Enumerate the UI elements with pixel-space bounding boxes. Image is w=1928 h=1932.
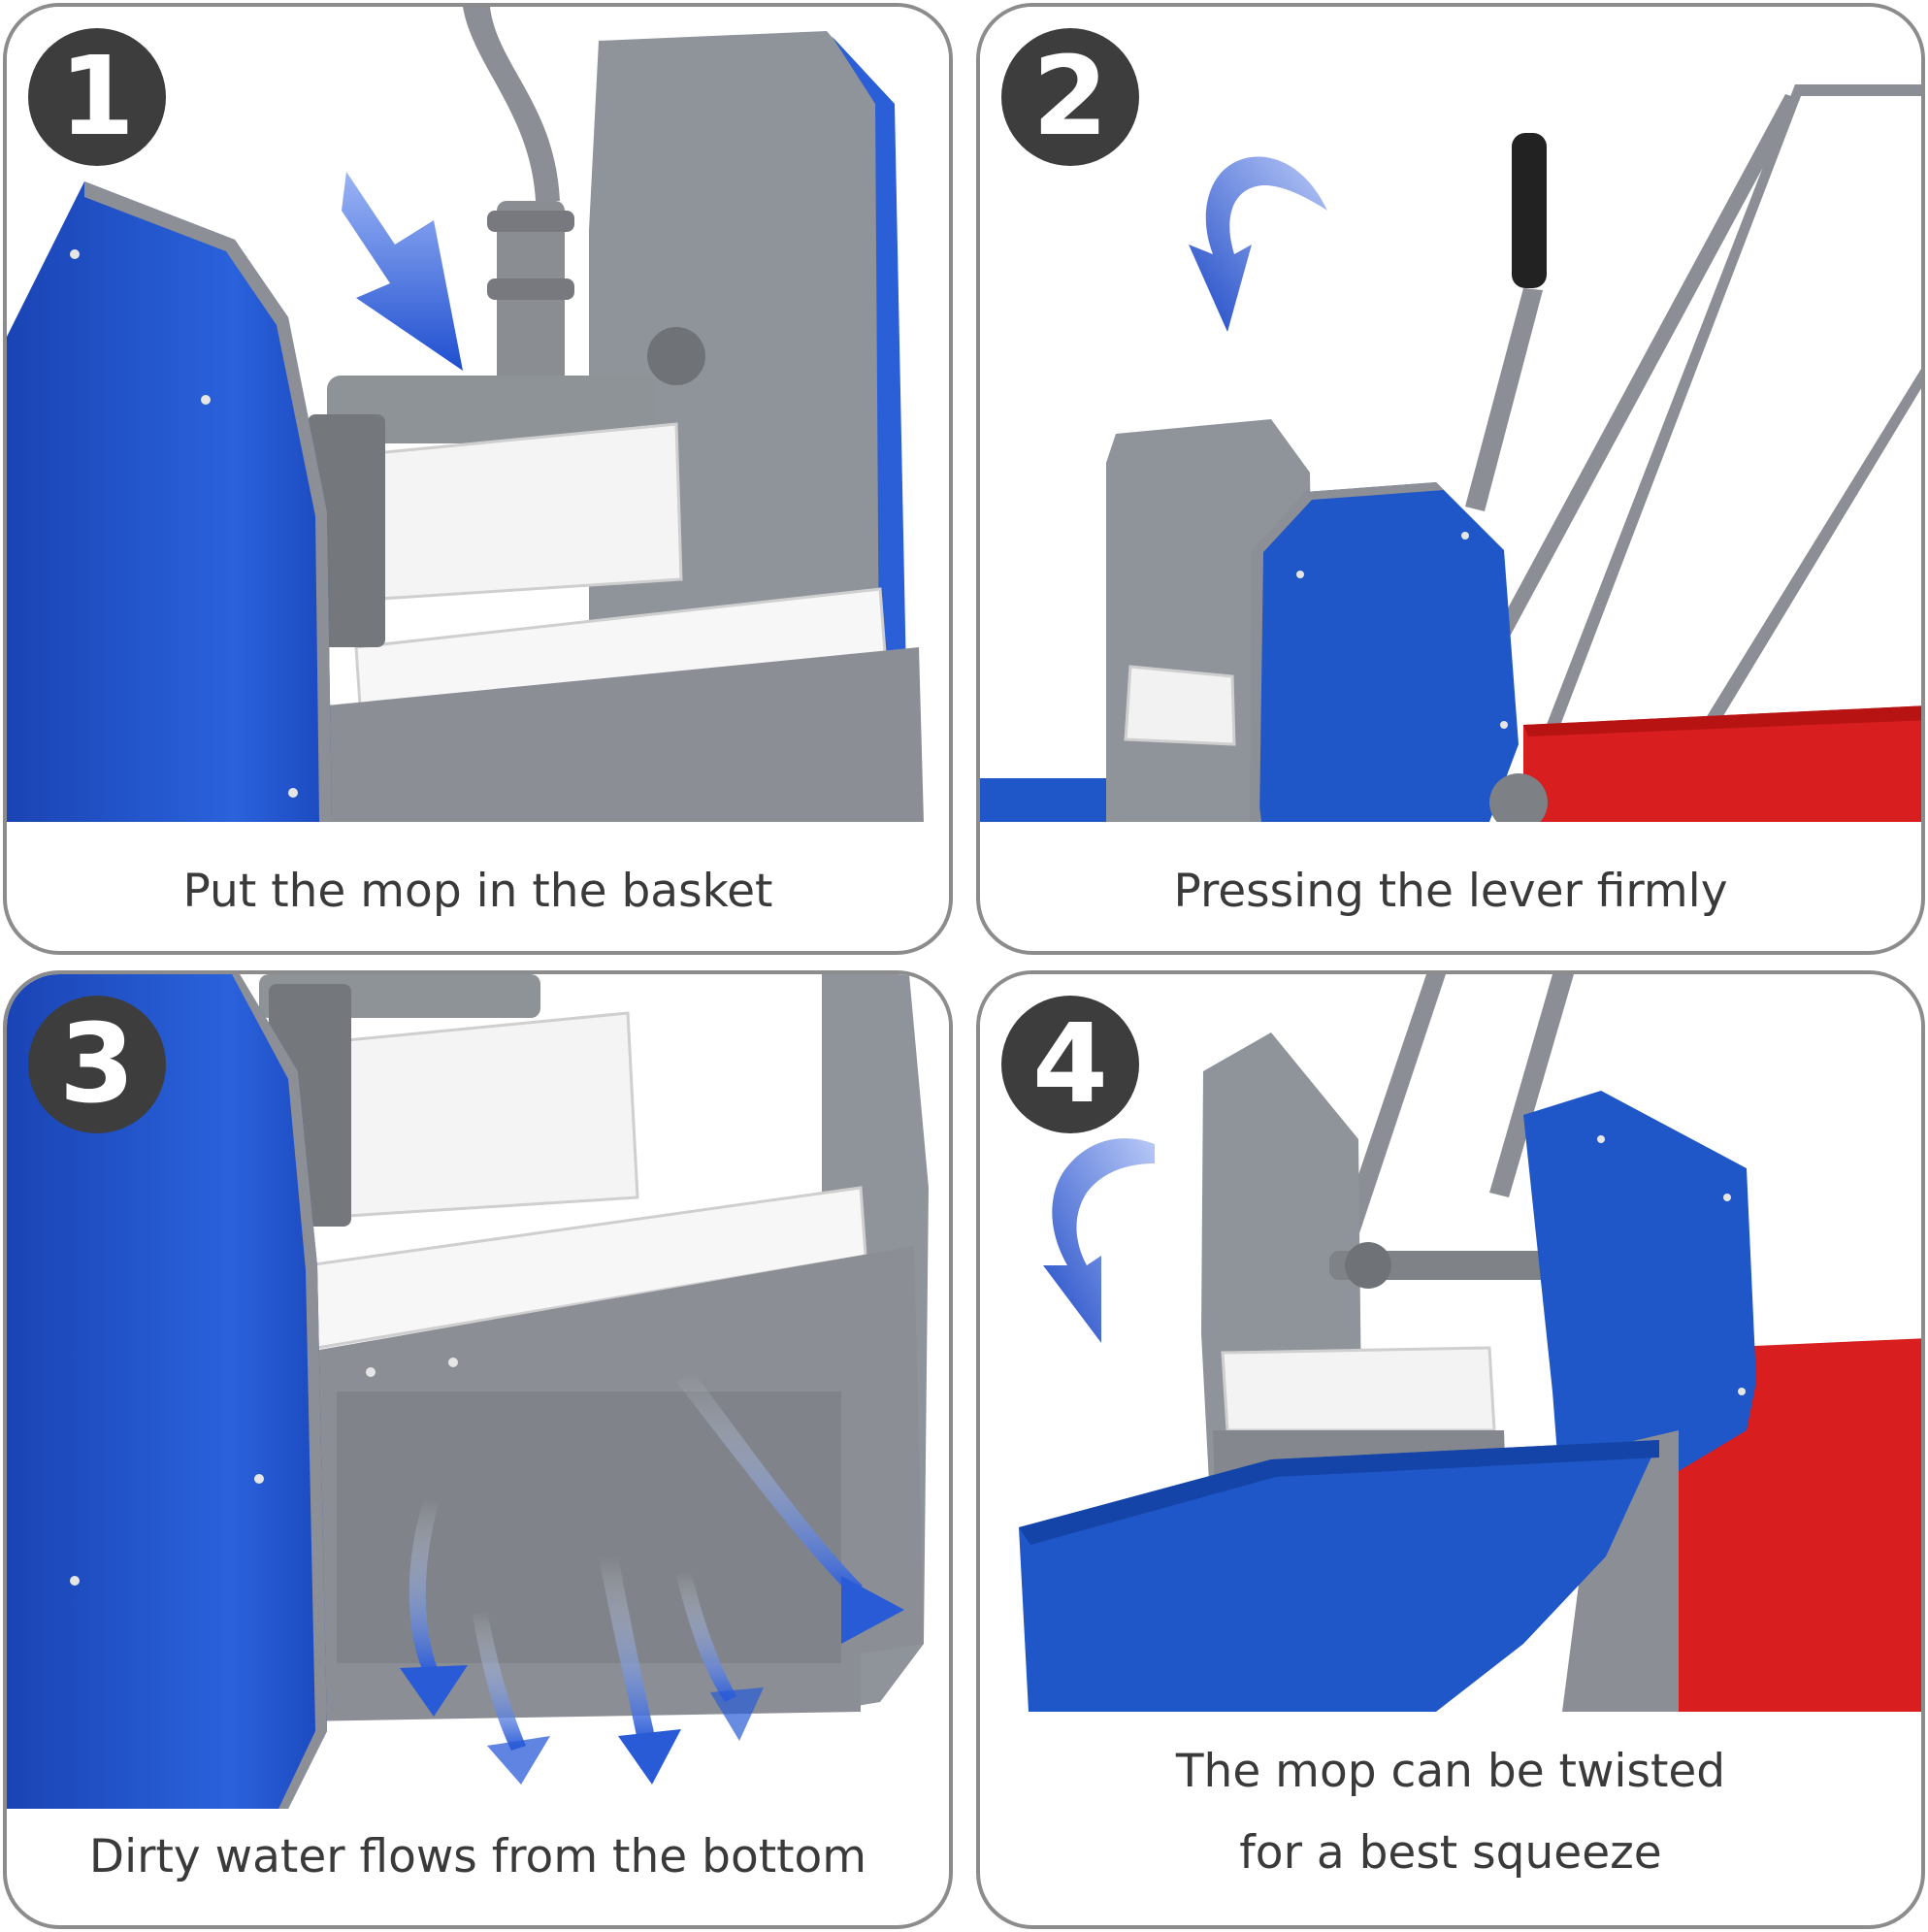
step-2-panel: 2 Pressing the lever firmly: [976, 3, 1925, 955]
step-2-photo: [980, 7, 1921, 822]
step-4-number-badge: 4: [1001, 996, 1139, 1133]
step-3-number: 3: [59, 1001, 135, 1128]
step-1-panel: 1 Put the mop in the basket: [3, 3, 953, 955]
step-2-caption: Pressing the lever firmly: [980, 851, 1921, 933]
step-4-number: 4: [1032, 1001, 1108, 1128]
step-3-caption: Dirty water flows from the bottom: [7, 1817, 949, 1898]
step-2-number: 2: [1032, 34, 1108, 160]
step-2-number-badge: 2: [1001, 28, 1139, 166]
step-1-photo: [7, 7, 949, 822]
step-2-caption-line-1: Pressing the lever firmly: [1173, 865, 1728, 918]
step-1-caption-line-1: Put the mop in the basket: [182, 865, 773, 918]
step-3-photo: [7, 974, 949, 1809]
step-1-caption: Put the mop in the basket: [7, 851, 949, 933]
step-3-panel: 3 Dirty water flows from the bottom: [3, 970, 953, 1929]
step-3-number-badge: 3: [28, 996, 166, 1133]
step-1-number: 1: [59, 34, 135, 160]
step-4-photo: [980, 974, 1921, 1712]
step-4-caption-line-2: for a best squeeze: [1239, 1826, 1662, 1880]
step-4-caption-line-1: The mop can be twisted: [1175, 1745, 1726, 1798]
step-4-caption: The mop can be twisted for a best squeez…: [980, 1731, 1921, 1894]
step-3-caption-line-1: Dirty water flows from the bottom: [88, 1830, 867, 1883]
step-1-number-badge: 1: [28, 28, 166, 166]
step-4-panel: 4 The mop can be twisted for a best sque…: [976, 970, 1925, 1929]
